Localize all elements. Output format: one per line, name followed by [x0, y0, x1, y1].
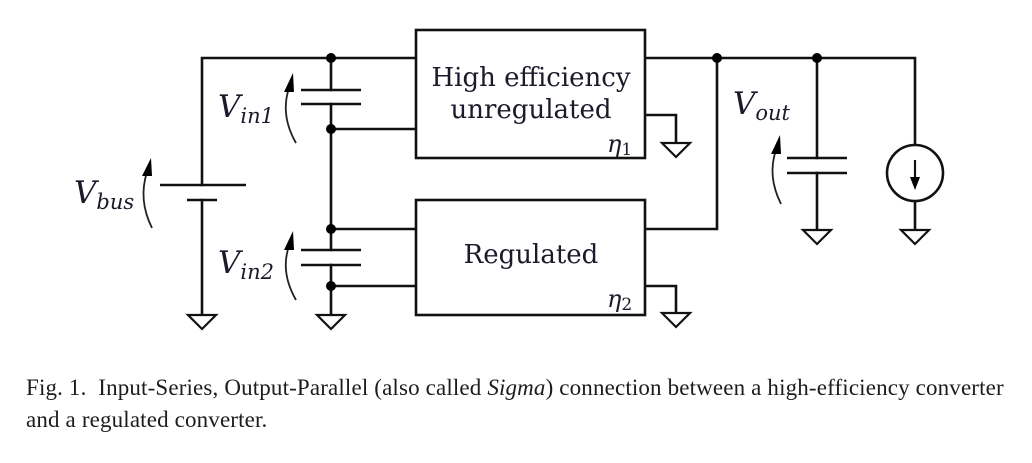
sigma-converter-schematic: High efficiency unregulated η1 Regulated… — [74, 28, 945, 331]
vout-arrow-head-icon — [771, 135, 781, 154]
conv1-ground-wire — [643, 113, 678, 145]
regulated-converter: Regulated η2 — [414, 198, 647, 317]
voltage-labels: Vbus Vin1 Vin2 Vout — [74, 86, 791, 284]
vin2-arrow-head-icon — [284, 231, 294, 250]
vbus-arrow — [142, 171, 153, 229]
junction-dot — [326, 224, 336, 234]
load-current-source — [885, 143, 945, 203]
converter2-box — [414, 198, 647, 317]
vin1-arrow-head-icon — [284, 73, 294, 92]
junction-dot — [812, 53, 822, 63]
ground-icon — [800, 228, 834, 246]
vin1-label: Vin1 — [218, 89, 274, 128]
top-input-rail — [200, 56, 418, 187]
caption-text-start: Input-Series, Output-Parallel (also call… — [98, 375, 488, 400]
converter1-box — [414, 28, 647, 160]
junction-dot — [326, 124, 336, 134]
output-capacitor — [787, 156, 847, 175]
ground-icon — [898, 228, 932, 246]
ground-icon — [314, 313, 348, 331]
caption-italic-term: Sigma — [487, 375, 546, 400]
vout-label: Vout — [733, 86, 791, 125]
junction-dot — [326, 281, 336, 291]
wires — [200, 56, 917, 317]
converter2-label: Regulated — [464, 240, 599, 270]
input-capacitor-2 — [301, 248, 361, 267]
vbus-label: Vbus — [74, 175, 134, 214]
dc-bus-source — [160, 183, 246, 202]
conv2-output-wire — [643, 56, 719, 231]
vin1-arrow — [284, 87, 297, 144]
output-rail — [643, 56, 917, 147]
converter2-efficiency: η2 — [607, 285, 632, 315]
input-capacitor-1 — [301, 88, 361, 106]
vout-arrow — [771, 149, 782, 205]
caption-text-end: ) connection between a high-efficiency c… — [26, 375, 1004, 432]
vin2-arrow — [284, 245, 297, 301]
high-efficiency-unregulated-converter: High efficiency unregulated η1 — [414, 28, 647, 160]
ground-symbols — [185, 141, 932, 331]
junction-dots — [326, 53, 822, 291]
voltage-arrows — [142, 73, 782, 301]
converter1-efficiency: η1 — [607, 130, 632, 160]
ground-icon — [659, 141, 693, 159]
converter1-label-line1: High efficiency — [431, 63, 630, 93]
conv2-ground-wire — [643, 284, 678, 315]
converter1-label-line2: unregulated — [451, 95, 612, 125]
junction-dot — [326, 53, 336, 63]
junction-dot — [712, 53, 722, 63]
ground-icon — [659, 311, 693, 329]
caption-prefix: Fig. 1. — [26, 375, 87, 400]
current-arrow-head-icon — [910, 177, 920, 190]
vbus-arrow-head-icon — [142, 158, 152, 176]
ground-icon — [185, 313, 219, 331]
figure-caption: Fig. 1. Input-Series, Output-Parallel (a… — [26, 372, 1016, 436]
vin2-label: Vin2 — [218, 245, 274, 284]
